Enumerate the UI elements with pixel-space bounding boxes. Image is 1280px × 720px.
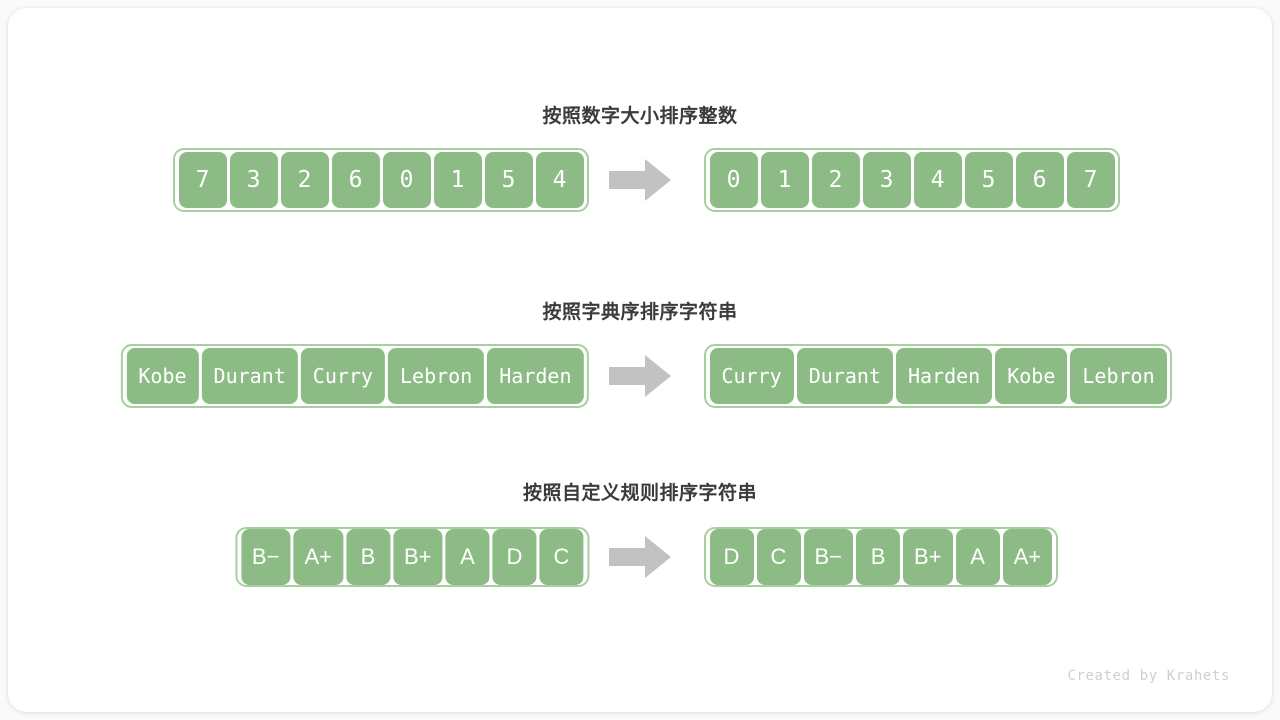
array-cell: B−	[240, 529, 291, 585]
array-cell: A+	[1002, 529, 1053, 585]
array-cell: 3	[229, 152, 278, 208]
array-cell: A+	[293, 529, 343, 585]
array-cell: Harden	[487, 348, 584, 404]
array-cell: C	[539, 529, 584, 585]
array-cell: B	[345, 529, 390, 585]
array-cell: 1	[433, 152, 482, 208]
array-cell: Curry	[300, 348, 385, 404]
array-cell: 7	[178, 152, 227, 208]
array-cell: D	[709, 529, 754, 585]
array-cell: 5	[484, 152, 533, 208]
array-cell: 6	[331, 152, 380, 208]
array-cell: D	[492, 529, 537, 585]
section-title: 按照字典序排序字符串	[542, 302, 738, 323]
array-cell: Lebron	[388, 348, 485, 404]
array-cell: B+	[903, 529, 953, 585]
array-cell: 4	[913, 152, 962, 208]
array-cell: 2	[811, 152, 860, 208]
array-cell: 4	[535, 152, 584, 208]
array-cell: 0	[709, 152, 758, 208]
array-cell: B−	[803, 529, 854, 585]
array-cell: 2	[280, 152, 329, 208]
array-cell: Harden	[895, 348, 993, 404]
array-cell: A	[445, 529, 490, 585]
array-cell: 0	[382, 152, 431, 208]
array-cell: A	[955, 529, 1000, 585]
array-cell: 1	[760, 152, 809, 208]
transform-arrow-icon	[605, 533, 675, 581]
footer-credit: Created by Krahets	[1067, 668, 1230, 684]
array-cell: B+	[392, 529, 443, 585]
array-cell: Durant	[796, 348, 893, 404]
array-cell: C	[756, 529, 801, 585]
transform-arrow-icon	[605, 156, 675, 204]
section-title: 按照数字大小排序整数	[542, 106, 738, 127]
array-cell: Kobe	[995, 348, 1068, 404]
array-cell: 5	[964, 152, 1013, 208]
array-cell: Curry	[709, 348, 794, 404]
array-cell: Durant	[201, 348, 298, 404]
transform-arrow-icon	[605, 352, 675, 400]
array-cell: Kobe	[126, 348, 199, 404]
array-cell: 3	[862, 152, 911, 208]
section-title: 按照自定义规则排序字符串	[522, 483, 757, 504]
array-cell: B	[856, 529, 901, 585]
array-cell: 6	[1015, 152, 1064, 208]
array-cell: 7	[1066, 152, 1115, 208]
array-cell: Lebron	[1070, 348, 1167, 404]
